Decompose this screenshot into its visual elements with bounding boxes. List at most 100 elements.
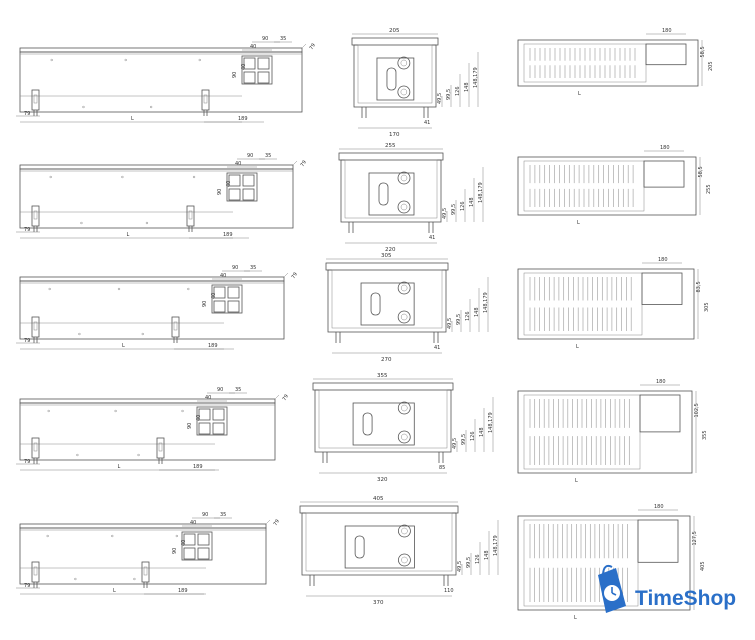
mount-hole — [187, 287, 190, 291]
front-top-grille — [19, 523, 267, 529]
right-bracket-slot — [143, 566, 148, 576]
right-bracket — [201, 89, 210, 111]
pipe-bottom — [398, 553, 411, 567]
terminal-square — [228, 188, 241, 201]
mount-hole — [47, 409, 50, 413]
left-bracket-slot — [33, 210, 38, 220]
connection-area — [637, 519, 679, 563]
dim-vert: 49,5 — [447, 318, 453, 329]
dim-start: 79 — [24, 459, 30, 465]
heat-exchanger — [368, 172, 415, 216]
heat-exchanger — [360, 282, 415, 326]
top-outline — [517, 39, 699, 87]
mount-hole — [121, 175, 124, 179]
dim-vert: 148,179 — [473, 67, 479, 88]
mount-hole — [50, 58, 53, 62]
terminal-square — [243, 57, 256, 70]
front-body — [19, 527, 267, 585]
pipe-bottom-inner — [400, 313, 408, 321]
side-top-grille — [351, 37, 439, 46]
tube-slot — [386, 67, 397, 91]
dim-box-h: 90 — [232, 72, 238, 78]
dim-vert: 49,5 — [442, 208, 448, 219]
dim-vert: 49,5 — [452, 438, 458, 449]
dim-top-width: 205 — [708, 61, 714, 71]
dim-vert: 126 — [465, 311, 471, 321]
dim-L: L — [127, 232, 130, 238]
heat-exchanger — [344, 525, 415, 569]
dim-vert: 49,5 — [437, 93, 443, 104]
dim-vert: 99,5 — [451, 204, 457, 215]
terminal-square — [183, 533, 196, 546]
dim-90: 90 — [217, 387, 223, 393]
side-body — [301, 512, 457, 576]
connection-area — [639, 394, 681, 433]
dim-box-h: 90 — [217, 189, 223, 195]
mount-hole — [49, 175, 52, 179]
pipe-bottom — [397, 310, 411, 324]
terminal-square — [213, 286, 226, 299]
top-outline — [517, 515, 691, 611]
terminal-square — [213, 300, 226, 313]
pipe-bottom-inner — [400, 88, 408, 96]
dim-vert: 148 — [484, 550, 490, 560]
tube-slot — [354, 535, 365, 559]
pipe-bottom — [397, 200, 411, 214]
right-bracket-slot — [188, 210, 193, 220]
dim-outlet: 58,5 — [698, 166, 704, 177]
front-top-grille — [19, 398, 276, 404]
pipe-top-inner — [400, 59, 408, 67]
dim-top-L: L — [576, 344, 579, 350]
connection-area — [641, 272, 683, 305]
connection-box — [241, 55, 273, 85]
right-bracket — [186, 205, 195, 227]
right-bracket — [156, 437, 165, 459]
dim-180: 180 — [660, 145, 670, 151]
dim-35: 35 — [265, 153, 271, 159]
dim-outlet: 102,5 — [694, 403, 700, 417]
dim-outlet: 58,5 — [700, 46, 706, 57]
dim-box-h2: 40 — [181, 540, 187, 546]
dim-vert: 99,5 — [461, 434, 467, 445]
left-bracket-slot — [33, 94, 38, 104]
dim-depth: 85 — [439, 465, 445, 471]
mount-hole — [111, 534, 114, 538]
dim-width: 205 — [389, 28, 400, 34]
side-inner-wall — [318, 389, 448, 449]
pipe-bottom — [397, 430, 411, 444]
left-bracket — [31, 89, 40, 111]
terminal-square — [257, 71, 270, 84]
mount-hole — [80, 221, 83, 225]
dim-35: 35 — [235, 387, 241, 393]
left-bracket — [31, 437, 40, 459]
mount-hole — [149, 105, 153, 109]
pipe-top — [397, 171, 411, 185]
dim-vert: 148 — [479, 427, 485, 437]
dim-40: 40 — [205, 395, 211, 401]
mount-hole — [133, 577, 136, 581]
connection-area — [645, 43, 687, 66]
pipe-top — [397, 56, 411, 70]
mount-hole — [117, 287, 121, 291]
terminal-square — [227, 286, 240, 299]
timeshop-logo[interactable]: TimeShop — [598, 564, 736, 613]
side-inner-wall — [357, 44, 433, 104]
side-top-grille — [312, 382, 454, 391]
dim-90: 90 — [202, 512, 208, 518]
top-outline — [517, 390, 693, 474]
dim-90: 90 — [247, 153, 253, 159]
left-bracket — [31, 316, 40, 338]
dim-40: 40 — [235, 161, 241, 167]
heat-exchanger — [376, 57, 415, 101]
side-body — [353, 44, 437, 108]
dim-offset: 189 — [238, 116, 248, 122]
dim-vert: 99,5 — [456, 314, 462, 325]
